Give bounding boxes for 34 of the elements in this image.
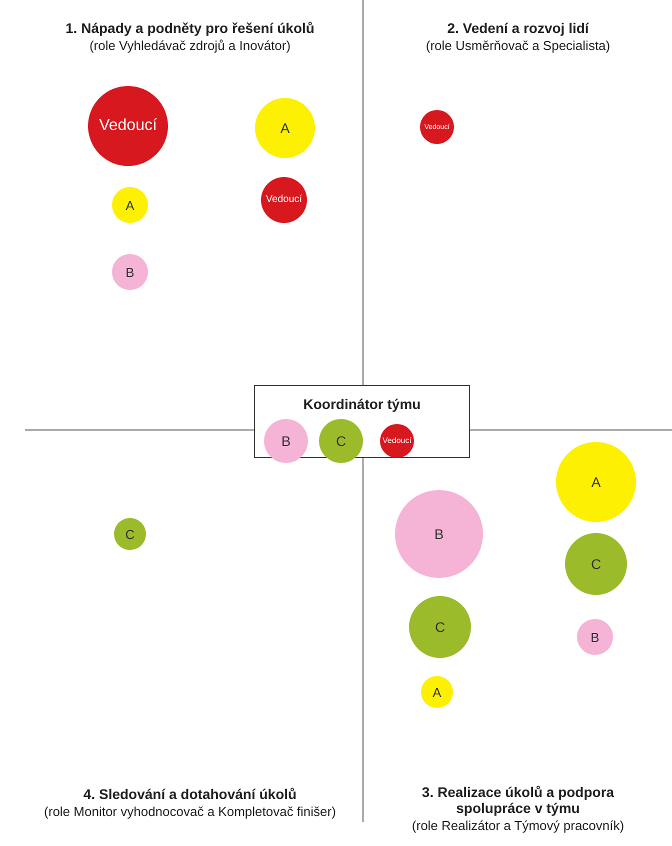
- bubble-label: A: [126, 198, 134, 212]
- bubble: [264, 419, 308, 463]
- bubble-label: B: [590, 630, 600, 644]
- bubble-label: C: [125, 528, 135, 540]
- bubble: [319, 419, 363, 463]
- bubble-label: A: [280, 121, 290, 135]
- bubble-label: Vedoucí: [99, 118, 157, 134]
- bubble: [420, 110, 454, 144]
- quadrant-subtitle: (role Monitor vyhodnocovač a Kompletovač finišer): [43, 804, 337, 820]
- bubble-label: B: [126, 266, 134, 278]
- bubble: [114, 518, 146, 550]
- bubble-label: A: [432, 686, 442, 698]
- bubble: [112, 187, 148, 223]
- bubble-label: Vedoucí: [266, 195, 302, 205]
- bubble-label: Vedoucí: [382, 437, 412, 445]
- bubble-label: C: [336, 434, 346, 448]
- quadrant-subtitle: (role Vyhledávač zdrojů a Inovátor): [88, 38, 292, 54]
- quadrant-heading: 4. Sledování a dotahování úkolů: [82, 786, 298, 802]
- quadrant-subtitle: (role Realizátor a Týmový pracovník): [410, 818, 626, 834]
- bubble-label: B: [434, 527, 444, 541]
- bubble: [421, 676, 453, 708]
- bubble-label: B: [281, 434, 291, 448]
- bubble: [380, 424, 414, 458]
- quadrant-heading: 3. Realizace úkolů a podpora spolupráce v týmu: [420, 784, 616, 816]
- bubble: [577, 619, 613, 655]
- quadrant-heading: 2. Vedení a rozvoj lidí: [446, 20, 590, 36]
- bubble: [261, 177, 307, 223]
- quadrant-subtitle: (role Usměrňovač a Specialista): [424, 38, 612, 54]
- bubble-label: C: [590, 557, 602, 571]
- group-title: Koordinátor týmu: [302, 396, 422, 412]
- bubble-label: A: [591, 475, 601, 489]
- bubble-label: C: [434, 620, 446, 634]
- quadrant-heading: 1. Nápady a podněty pro řešení úkolů: [64, 20, 316, 36]
- bubble: [112, 254, 148, 290]
